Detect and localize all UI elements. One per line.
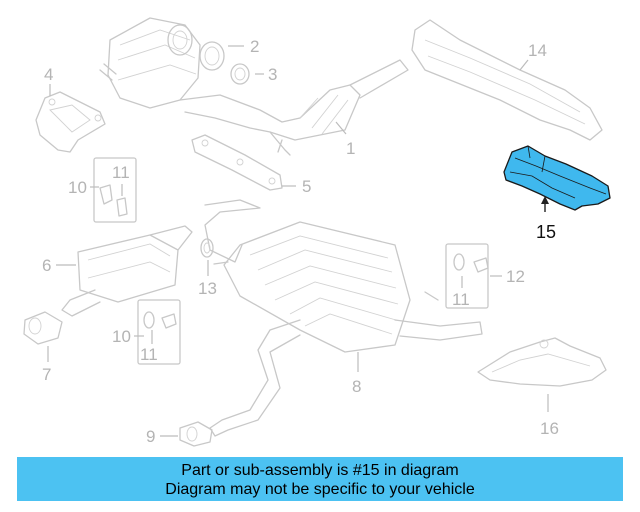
callout-12: 12: [506, 267, 525, 286]
info-banner: Part or sub-assembly is #15 in diagram D…: [17, 457, 623, 501]
callout-8: 8: [352, 377, 361, 396]
exhaust-system-diagram: 1 2 3 4 5 6 7 8 9 10 10 11 11 11 12 13 1…: [23, 17, 611, 447]
leader-lines: [47, 45, 549, 437]
part-heat-shield-lower: [477, 337, 607, 387]
callout-13: 13: [198, 279, 217, 298]
callout-11-lower: 11: [140, 345, 158, 364]
part-clamp-rear: [179, 421, 213, 447]
callout-10-upper: 10: [68, 178, 87, 197]
part-heat-shield-highlighted[interactable]: [503, 145, 611, 211]
callout-3: 3: [268, 65, 277, 84]
callout-4: 4: [44, 65, 53, 84]
callout-7: 7: [42, 365, 51, 384]
part-catalytic-converter: [99, 17, 409, 156]
callout-14: 14: [528, 41, 547, 60]
part-hanger-group-right: [445, 243, 489, 309]
part-gasket: [199, 41, 225, 71]
callout-6: 6: [42, 256, 51, 275]
banner-line-part: Part or sub-assembly is #15 in diagram: [181, 462, 459, 479]
callout-1: 1: [346, 139, 355, 158]
part-heat-shield-upper: [411, 19, 603, 141]
callout-11-upper: 11: [112, 163, 130, 182]
callout-10-lower: 10: [112, 327, 131, 346]
part-bracket: [35, 91, 106, 153]
banner-line-disclaimer: Diagram may not be specific to your vehi…: [165, 481, 475, 498]
callout-2: 2: [250, 37, 259, 56]
part-hanger-group-lower: [137, 299, 181, 365]
callout-15: 15: [536, 222, 556, 242]
callout-labels: 1 2 3 4 5 6 7 8 9 10 10 11 11 11 12 13 1…: [42, 37, 559, 446]
part-hanger-group-upper: [93, 157, 137, 223]
part-seal-ring: [230, 63, 250, 85]
callout-5: 5: [302, 177, 311, 196]
part-front-muffler: [61, 225, 193, 317]
part-rubber-mount: [200, 238, 214, 258]
part-clamp-front: [23, 311, 63, 345]
part-rear-muffler: [204, 199, 483, 437]
callout-9: 9: [146, 427, 155, 446]
callout-16: 16: [540, 419, 559, 438]
callout-11-right: 11: [452, 290, 470, 309]
part-hanger-strip: [191, 134, 283, 191]
